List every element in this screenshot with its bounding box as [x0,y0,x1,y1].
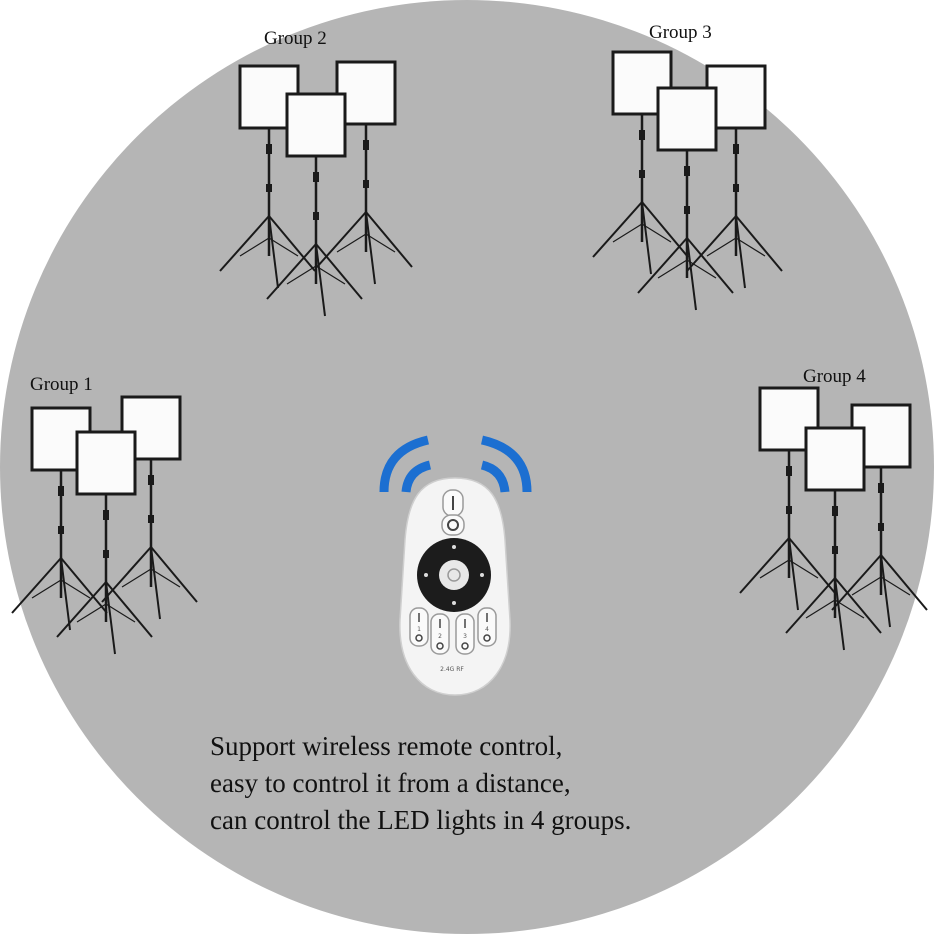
group-4-label: Group 4 [803,366,866,387]
zone-button-marks [415,613,491,650]
caption-line-2: easy to control it from a distance, [210,768,571,798]
caption-line-1: Support wireless remote control, [210,731,563,761]
zone-number-1: 1 [417,626,421,633]
group-2-label: Group 2 [264,28,327,49]
zone-buttons [409,607,497,655]
control-wheel [417,538,491,612]
remote-control: 1 2 3 4 2.4G RF [399,477,511,696]
wireless-signal-icon [379,435,532,493]
power-on-button [442,489,464,517]
group-1-label: Group 1 [30,374,93,395]
group-3-label: Group 3 [649,22,712,43]
zone-number-4: 4 [485,626,489,633]
power-off-button [441,514,465,536]
feature-caption: Support wireless remote control, easy to… [210,728,631,839]
zone-number-3: 3 [463,633,467,640]
remote-brand-text: 2.4G RF [440,666,464,673]
caption-line-3: can control the LED lights in 4 groups. [210,805,632,835]
zone-number-2: 2 [438,633,442,640]
